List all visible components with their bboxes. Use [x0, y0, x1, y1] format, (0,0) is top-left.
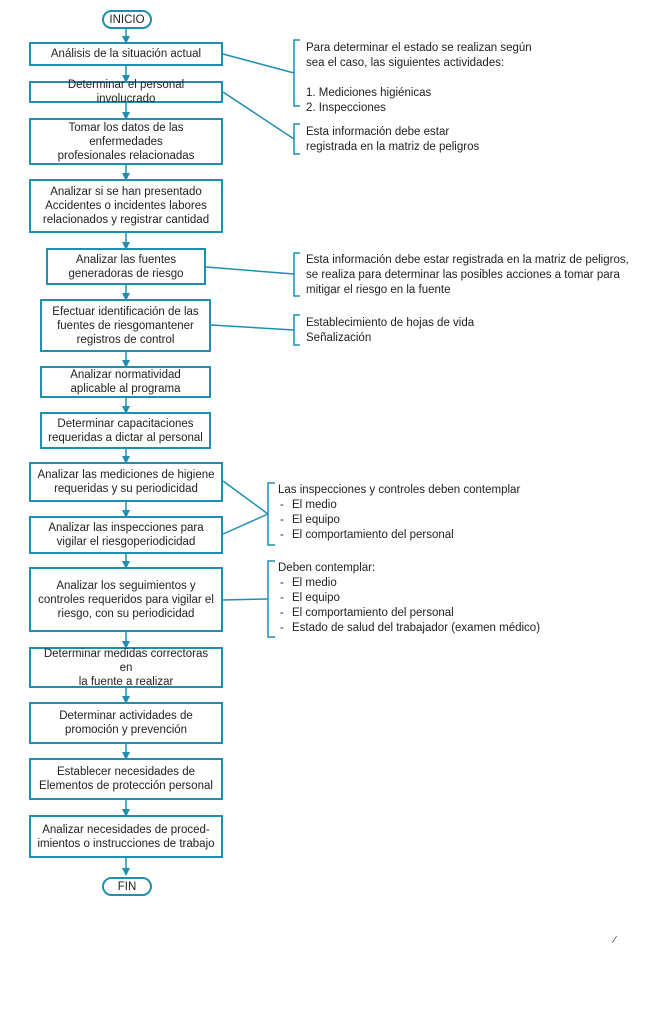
note-title: Las inspecciones y controles deben conte… [278, 484, 521, 496]
list-item: El comportamiento del personal [278, 606, 578, 621]
leader-line [210, 324, 295, 331]
list-item: El medio [278, 576, 578, 591]
note-must-include: Deben contemplar: El medio El equipo El … [278, 561, 578, 636]
bracket [267, 482, 275, 546]
list-item: El medio [278, 498, 578, 513]
bracket [293, 314, 300, 346]
list-item: El equipo [278, 513, 578, 528]
note-list: El medio El equipo El comportamiento del… [278, 576, 578, 636]
step-inspections: Analizar las inspecciones para vigilar e… [29, 516, 223, 554]
list-item: El equipo [278, 591, 578, 606]
note-hazard-matrix: Esta información debe estar registrada e… [306, 126, 480, 153]
leader-line [222, 513, 269, 535]
step-occupational-diseases: Tomar los datos de las enfermedades prof… [29, 118, 223, 165]
note-list: El medio El equipo El comportamiento del… [278, 498, 578, 543]
list-item: Estado de salud del trabajador (examen m… [278, 621, 578, 636]
note-records: Establecimiento de hojas de vida Señaliz… [306, 317, 475, 344]
bracket [293, 39, 300, 107]
leader-line [222, 53, 295, 74]
note-activities: Para determinar el estado se realizan se… [306, 42, 532, 114]
step-follow-ups: Analizar los seguimientos y controles re… [29, 567, 223, 632]
note-inspections-controls: Las inspecciones y controles deben conte… [278, 483, 578, 543]
note-mitigation: Esta información debe estar registrada e… [306, 254, 629, 296]
leader-line [222, 480, 269, 515]
list-item: El comportamiento del personal [278, 528, 578, 543]
step-corrective-measures: Determinar medidas correctoras en la fue… [29, 647, 223, 688]
bracket [293, 123, 300, 155]
bracket [267, 560, 275, 638]
step-training: Determinar capacitaciones requeridas a d… [40, 412, 211, 449]
step-source-identification: Efectuar identificación de las fuentes d… [40, 299, 211, 352]
step-hygiene-measurements: Analizar las mediciones de higiene reque… [29, 462, 223, 502]
start-terminal: INICIO [102, 10, 152, 29]
step-promotion-prevention: Determinar actividades de promoción y pr… [29, 702, 223, 744]
end-terminal: FIN [102, 877, 152, 896]
step-regulations: Analizar normatividad aplicable al progr… [40, 366, 211, 398]
step-risk-sources: Analizar las fuentes generadoras de ries… [46, 248, 206, 285]
note-title: Deben contemplar: [278, 562, 376, 574]
bracket [293, 252, 300, 297]
corner-mark: ⁄ [614, 935, 616, 946]
leader-line [221, 598, 269, 601]
step-accidents-analysis: Analizar si se han presentado Accidentes… [29, 179, 223, 233]
step-procedures-needs: Analizar necesidades de proced- imientos… [29, 815, 223, 858]
leader-line [205, 266, 295, 275]
leader-line [222, 91, 295, 140]
step-situation-analysis: Análisis de la situación actual [29, 42, 223, 66]
step-personnel: Determinar el personal involucrado [29, 79, 223, 105]
step-ppe-needs: Establecer necesidades de Elementos de p… [29, 758, 223, 800]
